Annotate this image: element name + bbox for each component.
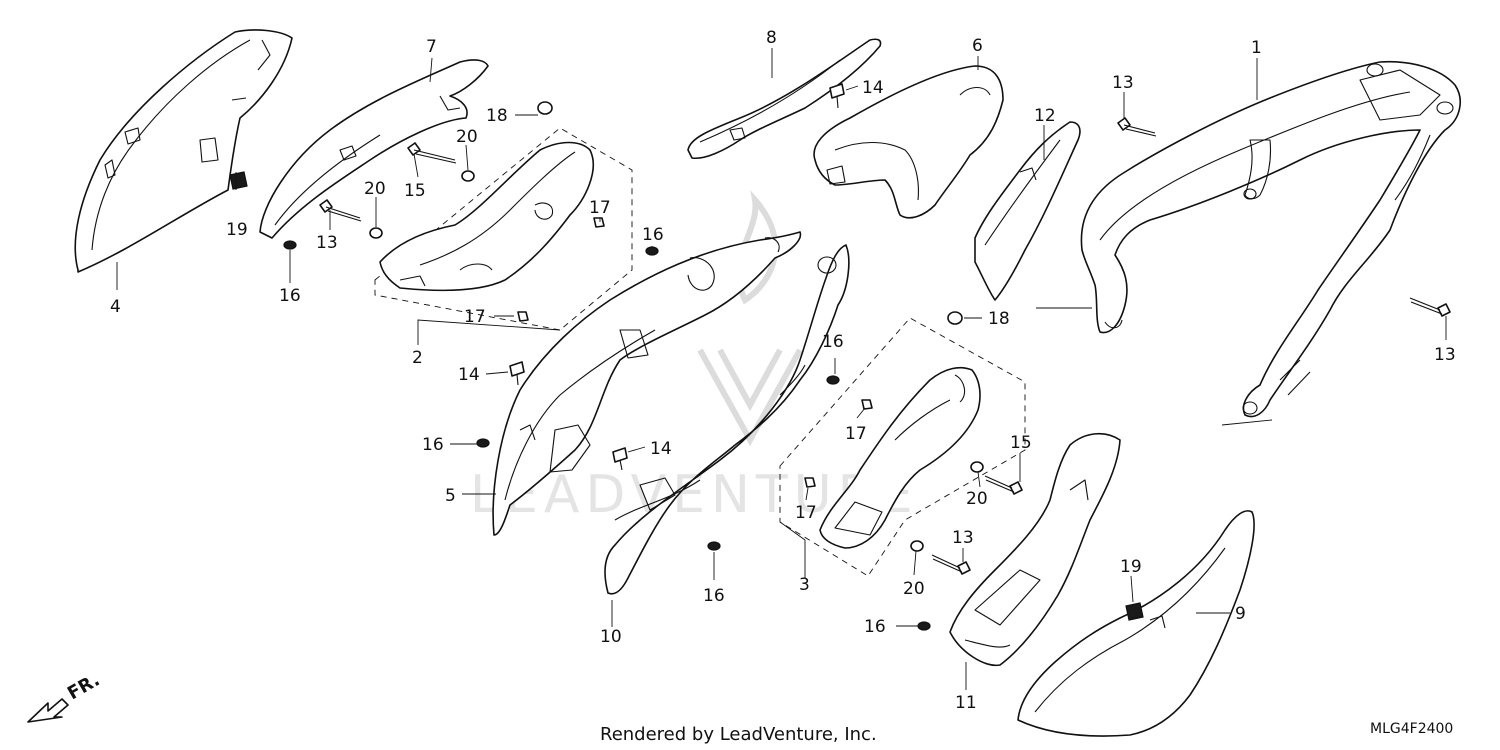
callout-13c: 13	[1434, 345, 1456, 365]
callout-17c: 17	[845, 424, 867, 444]
fastener-bolt-13c[interactable]	[1409, 297, 1451, 317]
callout-20d: 20	[903, 579, 925, 599]
callout-16c: 16	[422, 435, 444, 455]
fastener-screw-16c[interactable]	[476, 438, 490, 448]
callout-16d: 16	[822, 332, 844, 352]
callout-17a: 17	[589, 198, 611, 218]
callout-12: 12	[1034, 106, 1056, 126]
fastener-screw-16a[interactable]	[283, 240, 297, 250]
fastener-clip-14c[interactable]	[829, 83, 845, 109]
part-12-side-trim[interactable]	[974, 121, 1081, 301]
fastener-clip-14b[interactable]	[612, 447, 628, 471]
fastener-screw-16b[interactable]	[645, 246, 659, 256]
callout-15a: 15	[404, 181, 426, 201]
fastener-nut-17d[interactable]	[804, 477, 816, 488]
callout-13b: 13	[1112, 73, 1134, 93]
fastener-clip-14a[interactable]	[509, 361, 525, 386]
callout-8: 8	[766, 28, 777, 48]
fastener-clip-18b[interactable]	[947, 311, 963, 325]
callout-20b: 20	[364, 179, 386, 199]
callout-18a: 18	[486, 106, 508, 126]
leader-lines	[116, 48, 1447, 690]
callout-3: 3	[799, 575, 810, 595]
callout-16f: 16	[864, 617, 886, 637]
callout-11: 11	[955, 693, 977, 713]
part-3-bracket[interactable]	[779, 317, 1026, 577]
part-7-trim[interactable]	[259, 59, 489, 239]
fastener-screw-16e[interactable]	[707, 541, 721, 551]
callout-14a: 14	[458, 365, 480, 385]
rendered-by-credit: Rendered by LeadVenture, Inc.	[600, 724, 877, 745]
fastener-nut-17b[interactable]	[517, 311, 529, 322]
callout-14b: 14	[650, 439, 672, 459]
fastener-bolt-15b[interactable]	[984, 475, 1023, 495]
callout-18b: 18	[988, 309, 1010, 329]
fastener-bolt-13a[interactable]	[319, 199, 362, 222]
front-direction-indicator: FR.	[27, 669, 103, 723]
fastener-washer-20b[interactable]	[369, 227, 383, 239]
callout-16a: 16	[279, 286, 301, 306]
fastener-bolt-13d[interactable]	[931, 554, 971, 575]
callout-5: 5	[445, 486, 456, 506]
part-19-clip-b[interactable]	[1125, 602, 1144, 621]
front-label: FR.	[64, 669, 103, 704]
part-4-side-cover[interactable]	[74, 29, 293, 273]
part-19-clip[interactable]	[229, 171, 248, 190]
callout-17d: 17	[795, 503, 817, 523]
callout-20a: 20	[456, 127, 478, 147]
part-6-tail-cover[interactable]	[813, 65, 1004, 219]
fastener-washer-20c[interactable]	[970, 461, 984, 473]
fastener-screw-16f[interactable]	[917, 621, 931, 631]
part-1-grab-rail[interactable]	[1080, 60, 1461, 418]
part-2-bracket[interactable]	[374, 127, 633, 331]
callout-15b: 15	[1010, 433, 1032, 453]
fastener-bolt-15a[interactable]	[407, 142, 457, 164]
callout-19b: 19	[1120, 557, 1142, 577]
part-5-inner-panel[interactable]	[492, 231, 802, 536]
fastener-washer-20d[interactable]	[910, 540, 924, 552]
part-10-inner-panel[interactable]	[604, 244, 850, 595]
callout-13d: 13	[952, 528, 974, 548]
fastener-clip-18a[interactable]	[537, 101, 553, 115]
callout-17b: 17	[464, 307, 486, 327]
callout-7: 7	[426, 37, 437, 57]
callout-20c: 20	[966, 489, 988, 509]
front-arrow-icon	[27, 698, 69, 723]
part-8-top-trim[interactable]	[687, 38, 882, 160]
callout-4: 4	[110, 297, 121, 317]
fastener-washer-20a[interactable]	[461, 170, 475, 182]
diagram-code: MLG4F2400	[1370, 721, 1453, 737]
callout-13a: 13	[316, 233, 338, 253]
callout-16e: 16	[703, 586, 725, 606]
part-9-rear-side-cover[interactable]	[1017, 510, 1255, 737]
callout-14c: 14	[862, 78, 884, 98]
part-11-rear-inner[interactable]	[949, 432, 1121, 667]
callout-19a: 19	[226, 220, 248, 240]
callout-1: 1	[1251, 38, 1262, 58]
callout-9: 9	[1235, 604, 1246, 624]
fastener-screw-16d[interactable]	[826, 375, 840, 385]
fastener-bolt-13b[interactable]	[1117, 117, 1157, 137]
fastener-nut-17c[interactable]	[861, 399, 873, 410]
callouts: 4 19 7 20 15 20 13 16 18 17 17 2 14 16 5…	[110, 28, 1456, 713]
callout-10: 10	[600, 627, 622, 647]
callout-2: 2	[412, 348, 423, 368]
callout-16b: 16	[642, 225, 664, 245]
fastener-nut-17a[interactable]	[593, 217, 605, 228]
callout-6: 6	[972, 36, 983, 56]
